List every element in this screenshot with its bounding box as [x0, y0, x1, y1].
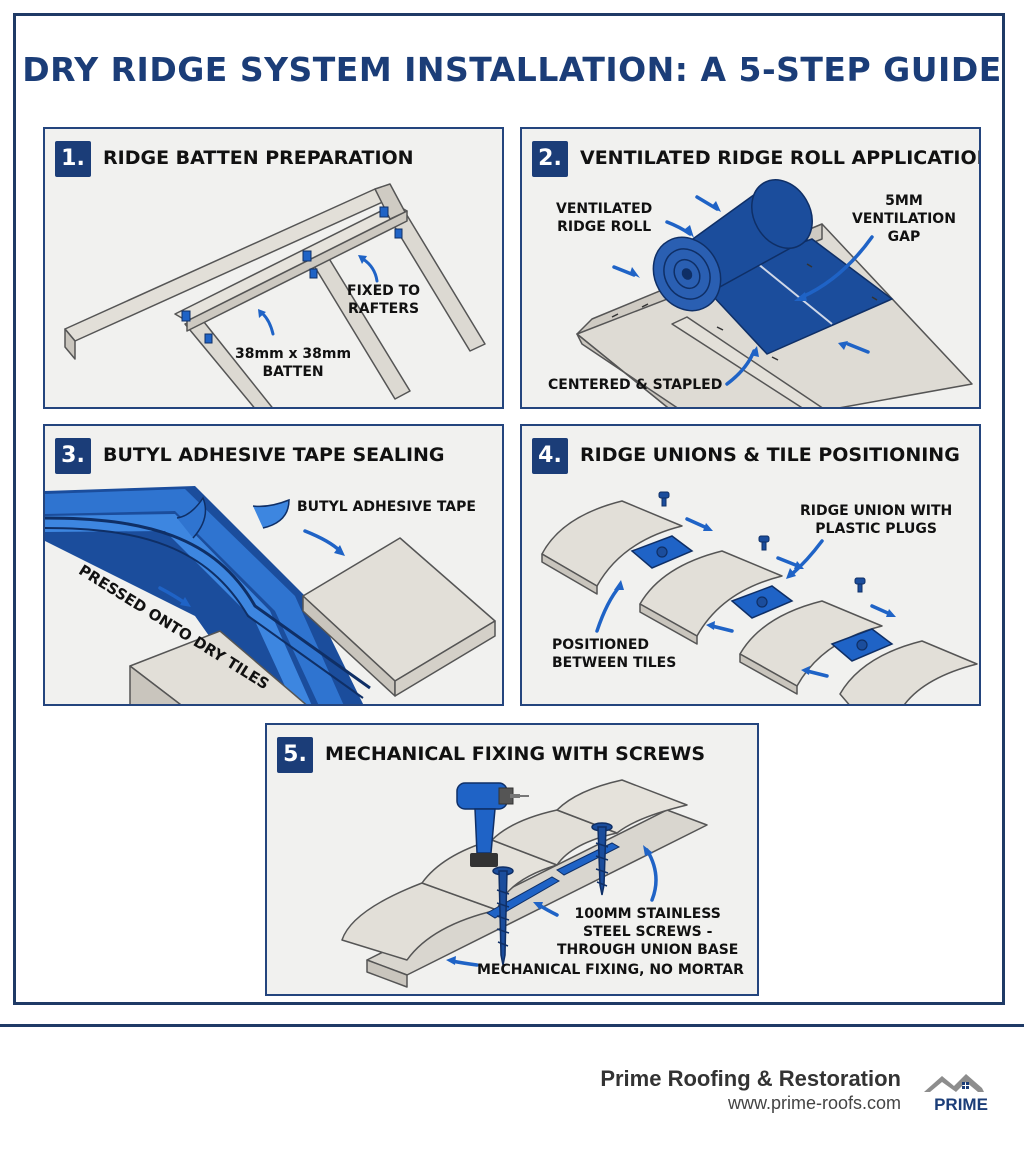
step-badge: 1. — [55, 141, 91, 177]
callout-ridge-union: RIDGE UNION WITH PLASTIC PLUGS — [800, 503, 953, 537]
page-title: DRY RIDGE SYSTEM INSTALLATION: A 5-STEP … — [22, 50, 1002, 89]
svg-text:PRIME: PRIME — [934, 1095, 988, 1114]
step-title: BUTYL ADHESIVE TAPE SEALING — [103, 444, 445, 466]
callout-no-mortar: MECHANICAL FIXING, NO MORTAR — [477, 962, 744, 978]
company-url[interactable]: www.prime-roofs.com — [727, 1093, 901, 1113]
callout-batten-size: 38mm x 38mm BATTEN — [235, 346, 352, 380]
callout-ventilation-gap: 5MM VENTILATION GAP — [852, 193, 956, 245]
ridge-roll-illustration — [576, 179, 973, 407]
step-5-panel: 5. MECHANICAL FIXING WITH SCREWS 100MM S… — [265, 723, 759, 996]
step-1-panel: 1. RIDGE BATTEN PREPARATION FIXED TO RAF… — [43, 127, 504, 409]
prime-logo-icon: PRIME — [924, 1074, 988, 1114]
step-badge: 3. — [55, 438, 91, 474]
step-title: VENTILATED RIDGE ROLL APPLICATION — [580, 147, 981, 169]
step-badge: 5. — [277, 737, 313, 773]
mechanical-fixing-illustration — [341, 779, 708, 988]
step-title: RIDGE UNIONS & TILE POSITIONING — [580, 444, 960, 466]
company-name: Prime Roofing & Restoration — [600, 1066, 901, 1091]
step-2-panel: 2. VENTILATED RIDGE ROLL APPLICATION VEN… — [520, 127, 981, 409]
butyl-tape-illustration — [45, 486, 496, 704]
footer-divider — [0, 1024, 1024, 1027]
callout-centered-stapled: CENTERED & STAPLED — [548, 377, 723, 393]
callout-fixed-to-rafters: FIXED TO RAFTERS — [347, 283, 421, 317]
step-title: MECHANICAL FIXING WITH SCREWS — [325, 743, 706, 765]
ridge-unions-illustration — [541, 491, 978, 704]
callout-butyl-tape: BUTYL ADHESIVE TAPE — [297, 499, 476, 515]
batten-illustration — [64, 183, 486, 407]
step-3-panel: 3. BUTYL ADHESIVE TAPE SEALING BUTYL ADH… — [43, 424, 504, 706]
step-4-panel: 4. RIDGE UNIONS & TILE POSITIONING RIDGE… — [520, 424, 981, 706]
step-badge: 4. — [532, 438, 568, 474]
step-title: RIDGE BATTEN PREPARATION — [103, 147, 414, 169]
step-badge: 2. — [532, 141, 568, 177]
callout-ventilated-ridge-roll: VENTILATED RIDGE ROLL — [556, 201, 653, 235]
callout-positioned-between: POSITIONED BETWEEN TILES — [552, 637, 677, 671]
callout-stainless-screws: 100MM STAINLESS STEEL SCREWS - THROUGH U… — [557, 906, 739, 958]
